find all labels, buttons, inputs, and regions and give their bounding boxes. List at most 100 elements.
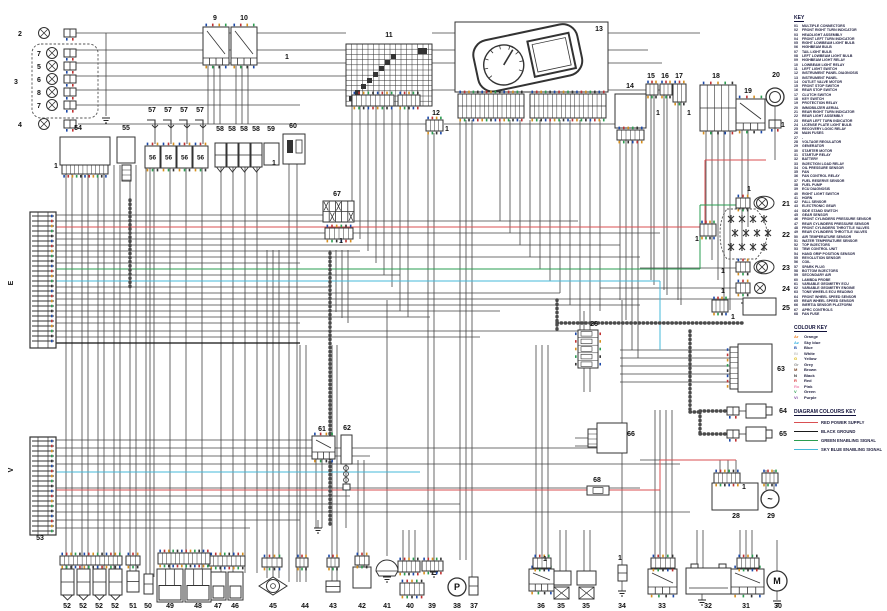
component-label-57: 57 [164, 107, 172, 114]
component-con2 [63, 28, 77, 41]
component-combh [295, 554, 309, 571]
component-57: 57 [163, 107, 175, 144]
component-26: 26 [575, 321, 601, 369]
component-label-2: 2 [18, 31, 22, 38]
component-label-57: 57 [180, 107, 188, 114]
component-label-1: 1 [721, 268, 725, 275]
component-label-E: E [8, 280, 15, 285]
component-label-46: 46 [231, 603, 239, 610]
svg-text:56: 56 [165, 154, 173, 161]
component-label-1: 1 [656, 110, 660, 117]
component-14: 14 [614, 83, 647, 129]
component-33: 33 [647, 565, 678, 610]
component-66: 66 [596, 422, 635, 454]
component-label-28: 28 [732, 513, 740, 520]
component-label-45: 45 [269, 603, 277, 610]
component-V: V [8, 436, 57, 536]
component-label-55: 55 [122, 125, 130, 132]
component-label-64: 64 [779, 408, 787, 415]
component-label-1: 1 [721, 288, 725, 295]
component-label-32: 32 [704, 603, 712, 610]
component-23: 23 [753, 259, 790, 275]
component-label-16: 16 [661, 73, 669, 80]
component-13: 13 [454, 21, 609, 93]
component-1: 1 [731, 314, 735, 321]
component-45: 45 [258, 576, 288, 610]
component-21: 21 [753, 195, 790, 211]
component-con2 [63, 119, 77, 132]
component-label-42: 42 [358, 603, 366, 610]
svg-text:P: P [454, 582, 460, 592]
component-label-12: 12 [432, 110, 440, 117]
component-54: 54 [59, 125, 111, 178]
component-label-44: 44 [301, 603, 309, 610]
component-label-15: 15 [647, 73, 655, 80]
component-label-63: 63 [777, 366, 785, 373]
svg-text:~: ~ [767, 494, 772, 504]
svg-text:56: 56 [197, 154, 205, 161]
component-10: 10 [230, 15, 258, 69]
component-18: 18 [699, 73, 737, 135]
component-1: 1 [721, 268, 725, 275]
component-56: 56 [144, 142, 161, 172]
component-57: 57 [195, 107, 207, 144]
component-label-43: 43 [329, 603, 337, 610]
component-label-33: 33 [658, 603, 666, 610]
component-con2 [63, 100, 77, 113]
component-35: 35 [576, 570, 597, 610]
component-7: 7 [37, 47, 58, 59]
component-label-53: 53 [36, 535, 44, 542]
component-1: 1 [656, 110, 660, 117]
component-label-57: 57 [196, 107, 204, 114]
component-label-31: 31 [742, 603, 750, 610]
diagram-colour-item: GREEN ENABLING SIGNAL [794, 436, 886, 445]
component-combv [587, 428, 598, 448]
component-39: 39 [421, 557, 444, 610]
component-con2 [63, 74, 77, 87]
component-label-67: 67 [333, 191, 341, 198]
component-label-66: 66 [627, 431, 635, 438]
component-con2 [726, 429, 740, 442]
component-label-58: 58 [228, 126, 236, 133]
component-label-47: 47 [214, 603, 222, 610]
component-57: 57 [147, 107, 159, 144]
component-label-29: 29 [767, 513, 775, 520]
component-30: M30 [766, 570, 788, 610]
component-label-59: 59 [267, 126, 275, 133]
component-1: 1 [543, 556, 547, 563]
component-60: 60 [282, 123, 306, 165]
component-combh [735, 194, 751, 212]
component-label-23: 23 [782, 265, 790, 272]
component-combh [125, 552, 141, 569]
component-label-58: 58 [240, 126, 248, 133]
component-combh [529, 90, 607, 122]
component-49: 49 [156, 568, 184, 610]
component-51: 51 [126, 570, 140, 610]
component-35: 35 [551, 570, 572, 610]
diagram-colour-item: BLACK GROUND [794, 427, 886, 436]
component-combh [351, 91, 395, 110]
component-28: 28 [711, 482, 759, 520]
component-con2 [768, 119, 782, 132]
component-44: 44 [301, 603, 309, 610]
